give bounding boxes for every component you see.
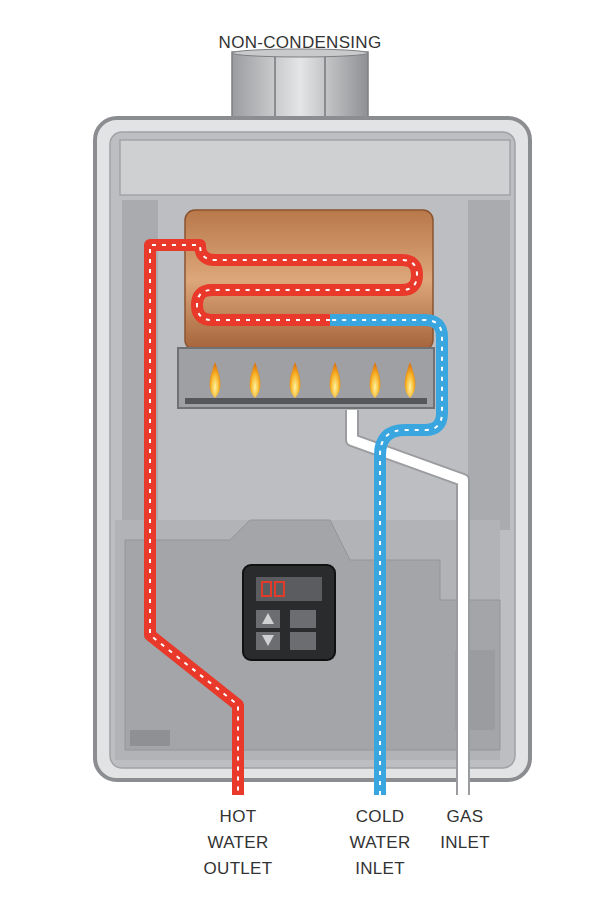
- hot-water-pipe: [150, 245, 417, 795]
- burner: [178, 348, 434, 408]
- housing-inner: [110, 132, 515, 768]
- vent-pipe: [232, 52, 368, 122]
- display-digit: [262, 582, 271, 596]
- diagram-title: NON-CONDENSING: [150, 30, 450, 56]
- top-panel: [120, 140, 510, 195]
- gas-pipe: [352, 410, 463, 795]
- pipe-label: GAS INLET: [434, 804, 496, 856]
- cold-water-pipe: [330, 320, 442, 795]
- flow-dashes: [150, 245, 417, 795]
- vent-seam: [324, 52, 326, 122]
- button: [256, 632, 280, 650]
- valve-block: [125, 520, 500, 750]
- button: [290, 632, 316, 650]
- side-rail: [468, 200, 510, 530]
- pipe-label: COLD WATER INLET: [344, 804, 416, 882]
- bracket: [130, 730, 170, 746]
- flames: [210, 362, 416, 398]
- burner-bar: [185, 398, 427, 404]
- flow-dashes: [330, 320, 442, 795]
- up-arrow: [262, 613, 274, 624]
- down-arrow: [262, 635, 274, 646]
- button: [290, 610, 316, 628]
- display-digit: [275, 582, 284, 596]
- gas-pipe-outline: [352, 410, 463, 795]
- lower-assembly: [115, 520, 500, 760]
- control-panel: [243, 565, 335, 660]
- pipe-label: HOT WATER OUTLET: [196, 804, 280, 882]
- display-screen: [256, 577, 322, 601]
- button: [256, 610, 280, 628]
- heat-exchanger: [185, 210, 433, 350]
- vent-seam: [274, 52, 276, 122]
